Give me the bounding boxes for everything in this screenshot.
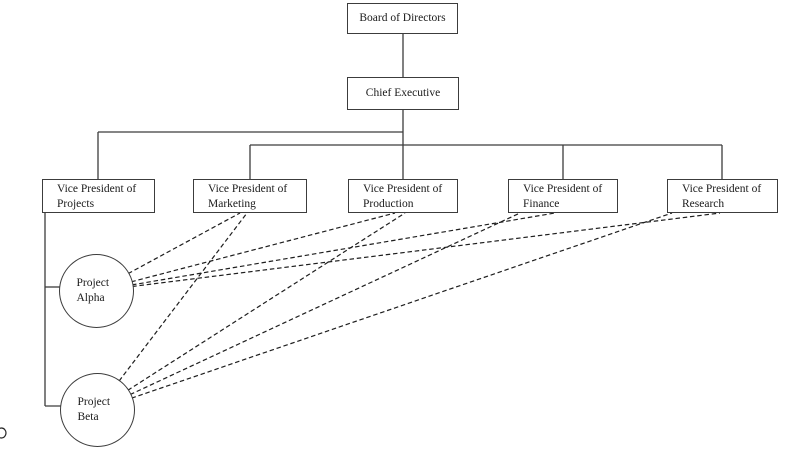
vp-projects-prefix: Vice President of	[57, 183, 137, 195]
solid-connectors	[44, 34, 723, 407]
edge-alpha-production	[95, 212, 396, 292]
chief-executive-label: Chief Executive	[365, 87, 441, 99]
project-beta-line1: Project	[77, 396, 111, 408]
vp-production-box: Vice President of Production	[348, 179, 458, 213]
project-alpha-circle: Project Alpha	[59, 254, 134, 328]
vp-finance-prefix: Vice President of	[523, 183, 603, 195]
vp-projects-name: Projects	[57, 198, 95, 210]
edge-alpha-finance	[95, 212, 556, 292]
vp-production-name: Production	[363, 198, 414, 210]
vp-marketing-name: Marketing	[208, 198, 256, 210]
project-beta-circle: Project Beta	[60, 373, 135, 447]
project-beta-line2: Beta	[77, 411, 99, 423]
board-of-directors-label: Board of Directors	[359, 12, 446, 24]
board-of-directors-box: Board of Directors	[347, 3, 458, 34]
vp-projects-box: Vice President of Projects	[42, 179, 155, 213]
vp-marketing-box: Vice President of Marketing	[193, 179, 307, 213]
edge-alpha-marketing	[95, 212, 241, 292]
dashed-connectors	[95, 212, 721, 411]
edge-beta-marketing	[96, 212, 248, 411]
project-alpha-line2: Alpha	[76, 292, 105, 304]
edge-beta-research	[96, 212, 673, 411]
vp-finance-box: Vice President of Finance	[508, 179, 618, 213]
vp-research-box: Vice President of Research	[667, 179, 778, 213]
vp-research-prefix: Vice President of	[682, 183, 762, 195]
edge-alpha-research	[95, 212, 721, 292]
vp-marketing-prefix: Vice President of	[208, 183, 288, 195]
edge-beta-finance	[96, 212, 521, 411]
edge-beta-production	[96, 212, 406, 411]
project-alpha-line1: Project	[76, 277, 110, 289]
vp-finance-name: Finance	[523, 198, 560, 210]
vp-research-name: Research	[682, 198, 725, 210]
bullet-marker	[0, 427, 7, 439]
vp-production-prefix: Vice President of	[363, 183, 443, 195]
chief-executive-box: Chief Executive	[347, 77, 459, 110]
